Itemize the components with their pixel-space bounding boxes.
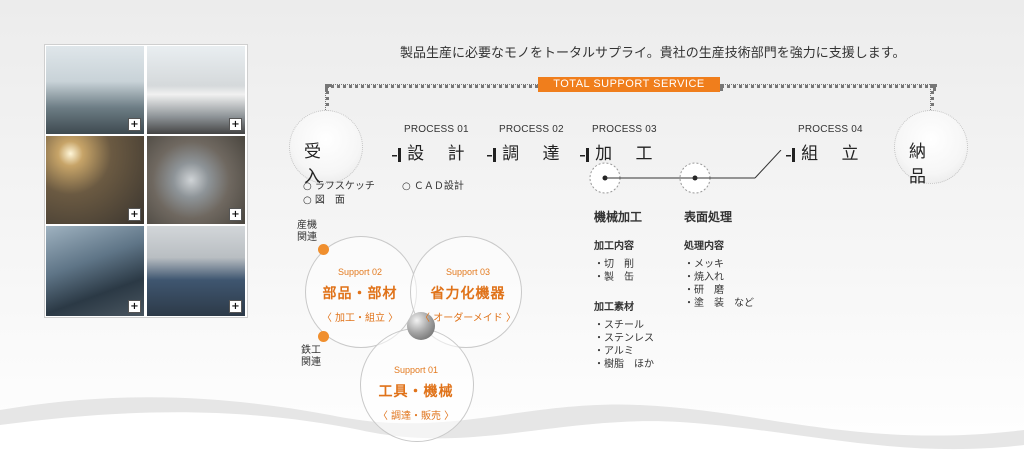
machining-content-item: ・切 削: [594, 259, 634, 270]
process-number: PROCESS 01: [404, 124, 469, 135]
venn-label-line: 関連: [301, 357, 321, 368]
surface-item: ・焼入れ: [684, 272, 724, 283]
design-item: ○ ＣＡＤ設計: [402, 181, 464, 192]
process-number: PROCESS 04: [798, 124, 863, 135]
delivery-circle: 納 品: [894, 110, 968, 187]
support-subtitle: 〈 加工・組立 〉: [321, 313, 399, 324]
process-number: PROCESS 02: [499, 124, 564, 135]
ironwork-dot: [318, 331, 329, 342]
industrial-machine-dot: [318, 244, 329, 255]
process-label: 調 達: [502, 144, 569, 164]
process-01: PROCESS 01 設 計: [392, 125, 474, 164]
machining-details: 機械加工 加工内容 ・切 削 ・製 缶 加工素材 ・スチール ・ステンレス ・ア…: [594, 208, 654, 371]
ironwork-label: 鉄工 関連: [301, 345, 321, 369]
dotted-line-left: [325, 84, 544, 88]
surface-item: ・メッキ: [684, 259, 724, 270]
process-label: 設 計: [407, 144, 474, 164]
receive-item: ○ ラフスケッチ: [303, 181, 375, 192]
machined-part-photo[interactable]: +: [147, 136, 245, 224]
truck-photo[interactable]: +: [147, 46, 245, 134]
support-01-circle[interactable]: [360, 328, 474, 442]
process-marker-icon: [786, 147, 795, 162]
dotted-line-right: [720, 84, 936, 88]
process-03: PROCESS 03 加 工: [580, 125, 662, 164]
tagline: 製品生産に必要なモノをトータルサプライ。貴社の生産技術部門を強力に支援します。: [400, 46, 906, 61]
design-items: ○ ＣＡＤ設計: [402, 180, 464, 194]
expand-icon[interactable]: +: [128, 300, 141, 313]
expand-icon[interactable]: +: [128, 208, 141, 221]
surface-item: ・塗 装 など: [684, 298, 754, 309]
expand-icon[interactable]: +: [229, 208, 242, 221]
venn-label-line: 鉄工: [301, 345, 321, 356]
industrial-machine-label: 産機 関連: [297, 220, 317, 244]
surface-item: ・研 磨: [684, 285, 724, 296]
machining-content-title: 加工内容: [594, 241, 634, 252]
support-02-text: Support 02 部品・部材 〈 加工・組立 〉: [315, 267, 405, 325]
support-01-text: Support 01 工具・機械 〈 調達・販売 〉: [371, 365, 461, 423]
surface-content-title: 処理内容: [684, 241, 724, 252]
process-marker-icon: [392, 147, 401, 162]
delivery-label: 納 品: [909, 142, 938, 187]
material-item: ・アルミ: [594, 346, 634, 357]
center-sphere: [407, 312, 435, 340]
receive-circle: 受 入: [289, 110, 363, 187]
process-number: PROCESS 03: [592, 124, 657, 135]
support-number: Support 02: [337, 267, 383, 277]
engineer-photo[interactable]: +: [147, 226, 245, 316]
wave-background: [0, 397, 1024, 462]
material-item: ・樹脂 ほか: [594, 359, 654, 370]
support-03-text: Support 03 省力化機器 〈 オーダーメイド 〉: [415, 267, 521, 325]
support-number: Support 01: [393, 365, 439, 375]
expand-icon[interactable]: +: [128, 118, 141, 131]
support-title: 部品・部材: [322, 286, 398, 302]
material-item: ・スチール: [594, 320, 644, 331]
venn-label-line: 産機: [297, 220, 317, 231]
process-label: 組 立: [801, 144, 868, 164]
process-02: PROCESS 02 調 達: [487, 125, 569, 164]
support-number: Support 03: [445, 267, 491, 277]
process-label: 加 工: [595, 144, 662, 164]
machining-material-title: 加工素材: [594, 302, 634, 313]
material-item: ・ステンレス: [594, 333, 654, 344]
receive-item: ○ 図 面: [303, 195, 345, 206]
machining-flow-connector: [589, 150, 782, 194]
surface-title: 表面処理: [684, 210, 733, 224]
welding-photo[interactable]: +: [46, 136, 144, 224]
process-04: PROCESS 04 組 立: [786, 125, 868, 164]
machining-content-item: ・製 缶: [594, 272, 634, 283]
receive-label: 受 入: [304, 142, 333, 187]
support-title: 省力化機器: [430, 286, 506, 302]
photo-grid: + + + + + +: [44, 44, 248, 318]
support-subtitle: 〈 調達・販売 〉: [377, 411, 455, 422]
office-photo[interactable]: +: [46, 46, 144, 134]
venn-label-line: 関連: [297, 232, 317, 243]
process-marker-icon: [580, 147, 589, 162]
total-support-banner: TOTAL SUPPORT SERVICE: [538, 77, 720, 92]
expand-icon[interactable]: +: [229, 118, 242, 131]
machining-title: 機械加工: [594, 210, 643, 224]
support-subtitle: 〈 オーダーメイド 〉: [420, 313, 516, 324]
receive-items: ○ ラフスケッチ ○ 図 面: [303, 180, 375, 208]
support-title: 工具・機械: [378, 384, 454, 400]
surface-details: 表面処理 処理内容 ・メッキ ・焼入れ ・研 磨 ・塗 装 など: [684, 208, 754, 310]
process-marker-icon: [487, 147, 496, 162]
expand-icon[interactable]: +: [229, 300, 242, 313]
factory-worker-photo[interactable]: +: [46, 226, 144, 316]
